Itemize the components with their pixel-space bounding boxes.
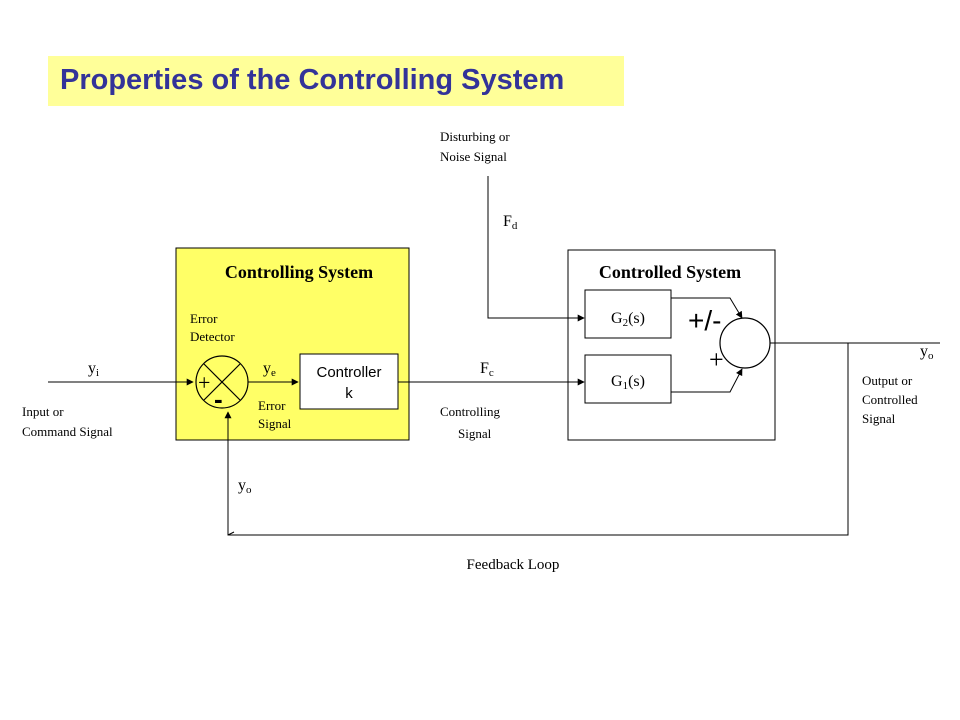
output-label-line3: Signal — [862, 411, 896, 426]
g1-block — [584, 354, 672, 404]
input-label-line1: Input or — [22, 404, 64, 419]
g2-to-junction-arrow — [671, 297, 743, 319]
output-label-line1: Output or — [862, 373, 913, 388]
g1-to-junction-arrow — [671, 368, 743, 393]
input-label-line2: Command Signal — [22, 424, 113, 439]
feedback-loop-label: Feedback Loop — [467, 557, 560, 573]
error-signal-symbol: ye — [263, 360, 276, 379]
g2-label: G2(s) — [611, 310, 645, 329]
controller-label-line1: Controller — [316, 364, 381, 381]
feedback-return-tick — [227, 531, 235, 536]
controller-label-line2: k — [345, 385, 353, 402]
g1-label: G1(s) — [611, 373, 645, 392]
disturbance-label-line2: Noise Signal — [440, 149, 507, 164]
controlling-signal-label-line2: Signal — [458, 426, 492, 441]
junction-minus-sign: - — [214, 384, 223, 414]
feedback-symbol: yo — [238, 477, 252, 496]
junction-plus-sign: + — [198, 370, 210, 395]
controlling-signal-symbol: Fc — [480, 360, 494, 379]
junction-sign-bottom: + — [709, 345, 724, 374]
title-banner: Properties of the Controlling System — [48, 56, 624, 106]
controller-block — [299, 353, 399, 410]
output-symbol: yo — [920, 343, 934, 362]
output-summing-junction — [719, 317, 771, 369]
controlling-signal-label-line1: Controlling — [440, 404, 500, 419]
error-detector-label-line1: Error — [190, 311, 218, 326]
error-signal-label-line2: Signal — [258, 416, 292, 431]
error-detector-label-line2: Detector — [190, 329, 235, 344]
controlling-system-label: Controlling System — [225, 262, 373, 282]
controlled-system-label: Controlled System — [599, 262, 741, 282]
output-label-line2: Controlled — [862, 392, 918, 407]
disturbance-label-line1: Disturbing or — [440, 129, 510, 144]
disturbance-symbol: Fd — [503, 213, 518, 232]
summing-junction-cross-b — [203, 363, 241, 401]
error-signal-label-line1: Error — [258, 398, 286, 413]
input-symbol: yi — [88, 360, 99, 379]
disturbance-signal-arrow — [487, 176, 585, 322]
g2-block — [584, 289, 672, 339]
page-title: Properties of the Controlling System — [60, 64, 565, 96]
feedback-loop-arrow — [224, 343, 849, 536]
junction-sign-top: +/- — [688, 305, 721, 336]
